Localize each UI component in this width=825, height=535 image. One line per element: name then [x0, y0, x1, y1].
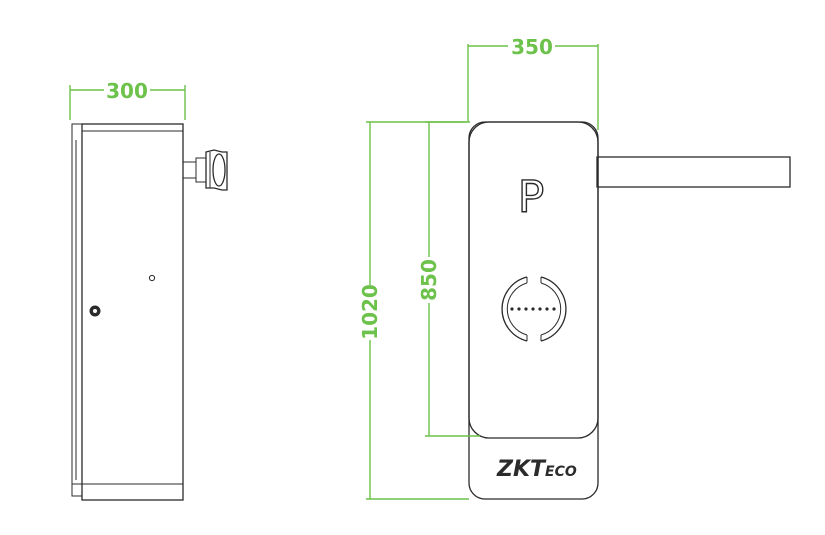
dimension-side-width-label: 300 — [106, 79, 148, 103]
side-view: 300 — [69, 79, 228, 501]
front-view: P ZKTECO 350 — [358, 35, 791, 500]
brand-logo: ZKTECO — [496, 457, 577, 482]
dimension-body-height-label: 850 — [417, 259, 441, 301]
side-arm-hub — [182, 149, 228, 191]
brand-logo-suffix: ECO — [545, 464, 577, 480]
dimension-front-width: 350 — [467, 35, 599, 130]
dimension-body-height: 850 — [417, 121, 480, 437]
front-cover-panel — [468, 121, 599, 439]
side-cabinet-lid — [71, 123, 83, 497]
dimension-total-height: 1020 — [358, 121, 469, 500]
side-lock-core — [93, 309, 97, 313]
boom-arm — [596, 156, 791, 188]
brand-logo-main: ZKT — [496, 457, 547, 482]
side-vent-hole — [148, 274, 156, 282]
dimension-side-width: 300 — [69, 79, 186, 120]
parking-symbol: P — [518, 172, 545, 223]
dimension-front-width-label: 350 — [511, 35, 553, 59]
card-reader-button — [501, 276, 567, 342]
dimension-total-height-label: 1020 — [358, 284, 382, 340]
